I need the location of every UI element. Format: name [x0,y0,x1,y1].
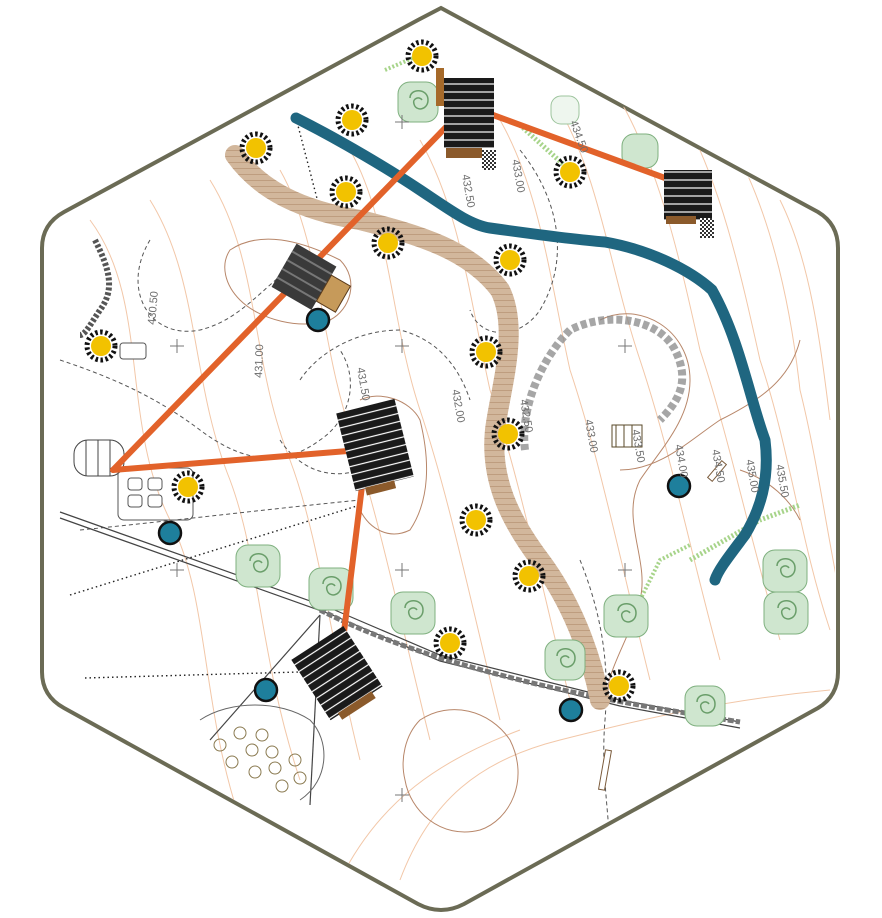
sun-marker-icon [84,329,118,363]
tree-icon [763,591,809,635]
river [290,112,772,586]
tree-icon [308,567,354,611]
sun-markers [84,39,636,703]
contour-label: 433.00 [509,158,527,193]
stone-path-left [79,238,113,338]
building-icon [291,626,383,721]
tree-icon [550,95,580,125]
building-icon [664,170,714,238]
tree-icon [235,544,281,588]
tree-icon [390,591,436,635]
tree-icon [397,81,439,123]
grid-crosses [170,115,632,802]
stone-ring-path [520,315,687,451]
contour-label: 433.00 [582,418,600,453]
contour-label: 434.50 [709,448,727,483]
small-bench [119,342,147,360]
contour-label: 431.50 [354,366,372,401]
sun-marker-icon [491,417,525,451]
stone-wall [318,607,741,725]
contour-label: 432.50 [459,173,477,208]
building-icon [436,68,496,170]
point-markers [157,307,692,723]
orange-routes [110,112,668,643]
contour-label: 433.50 [629,428,647,463]
contour-label: 430.50 [146,291,161,326]
sun-marker-icon [493,243,527,277]
point-marker-icon [157,520,183,546]
sun-marker-icon [553,155,587,189]
tree-icon [544,639,586,681]
dotted-boundary-lines [69,117,361,679]
contour-label: 435.50 [773,463,791,498]
sun-marker-icon [469,335,503,369]
contour-label: 432.00 [449,388,467,423]
building-icon [336,398,414,496]
hexagon-frame [40,5,840,912]
bench-sign [706,459,728,483]
contour-label: 432.50 [517,398,535,433]
tree-icon [762,549,808,593]
sun-marker-icon [512,559,546,593]
sun-marker-icon [335,103,369,137]
planting-circles [213,726,307,793]
sun-marker-icon [371,226,405,260]
building-icon [271,243,352,313]
contour-labels: 432.50 433.00 434.50 430.50 431.00 431.5… [146,119,791,499]
contour-label: 431.00 [253,344,266,378]
contour-label: 434.00 [672,443,690,478]
sun-marker-icon [329,175,363,209]
sun-marker-icon [405,39,439,73]
sand-path [225,145,610,710]
sun-marker-icon [171,470,205,504]
sun-marker-icon [433,626,467,660]
sun-marker-icon [602,669,636,703]
sand-path-edge [225,145,610,710]
map-content: 432.50 433.00 434.50 430.50 431.00 431.5… [59,39,835,881]
planting-bed [199,704,325,801]
tree-icon [603,594,649,638]
sun-marker-icon [459,503,493,537]
tree-icon [684,685,726,727]
trees [235,81,809,727]
bench-sign [597,749,613,791]
point-marker-icon [253,677,279,703]
point-marker-icon [666,473,692,499]
side-road [209,614,321,741]
bench [611,424,643,448]
point-marker-icon [558,697,584,723]
point-marker-icon [305,307,331,333]
contour-label: 435.00 [743,458,761,493]
sun-marker-icon [239,131,273,165]
